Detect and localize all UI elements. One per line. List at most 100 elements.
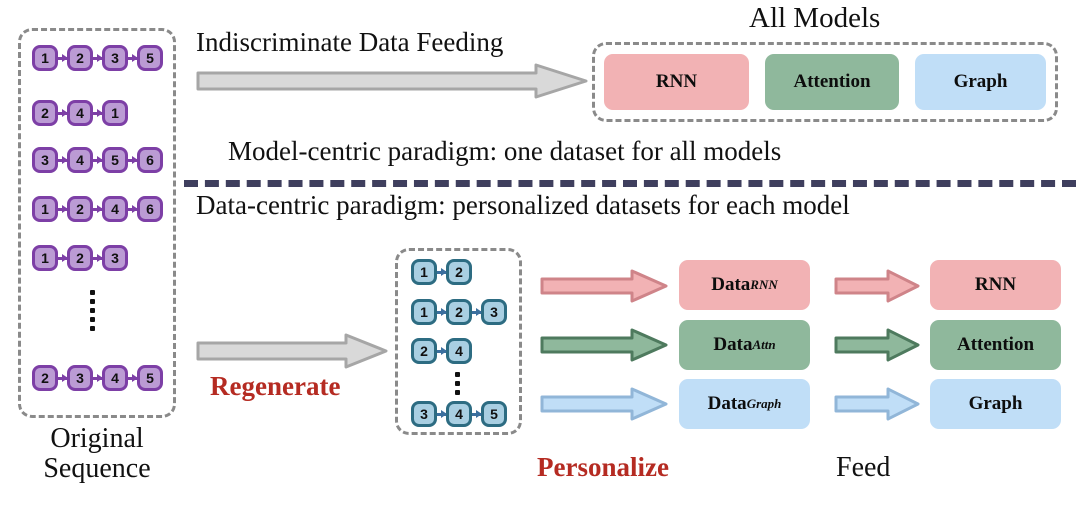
- all-models-chip-graph[interactable]: Graph: [915, 54, 1046, 110]
- sequence-link-icon: [93, 376, 102, 380]
- dataset-chip-rnn-base: Data: [711, 274, 751, 295]
- dataset-chip-attn-base: Data: [713, 334, 753, 355]
- sequence-link-icon: [58, 56, 67, 60]
- sequence-link-icon: [472, 310, 481, 314]
- feed-label: Feed: [836, 452, 891, 483]
- sequence-node: 2: [67, 245, 93, 271]
- sequence-node: 1: [32, 196, 58, 222]
- personalize-arrow-rnn-icon: [540, 268, 668, 304]
- sequence-node: 3: [32, 147, 58, 173]
- sequence-node: 3: [67, 365, 93, 391]
- model-chip-attention[interactable]: Attention: [930, 320, 1061, 370]
- sequence-node: 1: [32, 45, 58, 71]
- regenerated-sequence-panel: [395, 248, 522, 435]
- sequence-node: 6: [137, 196, 163, 222]
- sequence-node: 4: [446, 338, 472, 364]
- original-caption-line1: Original: [50, 423, 144, 454]
- regenerated-sequence-row: 1 2 3: [411, 299, 507, 325]
- sequence-node: 2: [411, 338, 437, 364]
- sequence-node: 2: [446, 259, 472, 285]
- sequence-node: 5: [137, 45, 163, 71]
- sequence-link-icon: [58, 158, 67, 162]
- all-models-panel: [592, 42, 1058, 122]
- personalize-label: Personalize: [537, 452, 669, 482]
- sequence-node: 3: [102, 245, 128, 271]
- feed-arrow-rnn-icon: [834, 268, 920, 304]
- sequence-link-icon: [58, 207, 67, 211]
- model-chip-rnn[interactable]: RNN: [930, 260, 1061, 310]
- original-sequence-row: 3 4 5 6: [32, 147, 163, 173]
- sequence-node: 2: [32, 100, 58, 126]
- indiscriminate-feeding-title: Indiscriminate Data Feeding: [196, 27, 504, 57]
- dataset-chip-graph-sub: Graph: [746, 396, 782, 411]
- original-sequence-row: 2 4 1: [32, 100, 128, 126]
- sequence-link-icon: [472, 412, 481, 416]
- sequence-node: 3: [481, 299, 507, 325]
- sequence-link-icon: [58, 256, 67, 260]
- paradigm-divider: [184, 180, 1076, 187]
- personalize-arrow-attention-icon: [540, 327, 668, 363]
- original-sequence-row: 2 3 4 5: [32, 365, 163, 391]
- regenerate-label: Regenerate: [210, 371, 341, 401]
- feed-arrow-attention-icon: [834, 327, 920, 363]
- sequence-node: 5: [137, 365, 163, 391]
- sequence-node: 4: [102, 196, 128, 222]
- all-models-chip-rnn[interactable]: RNN: [604, 54, 749, 110]
- regenerated-sequence-row: 3 4 5: [411, 401, 507, 427]
- sequence-link-icon: [128, 158, 137, 162]
- sequence-link-icon: [437, 310, 446, 314]
- all-models-chip-attention[interactable]: Attention: [765, 54, 899, 110]
- sequence-link-icon: [58, 111, 67, 115]
- original-sequence-caption: Original Sequence: [18, 423, 176, 484]
- sequence-node: 5: [102, 147, 128, 173]
- personalize-arrow-graph-icon: [540, 386, 668, 422]
- indiscriminate-feeding-arrow-icon: [196, 63, 588, 99]
- sequence-link-icon: [93, 158, 102, 162]
- sequence-node: 3: [102, 45, 128, 71]
- model-chip-graph[interactable]: Graph: [930, 379, 1061, 429]
- sequence-node: 5: [481, 401, 507, 427]
- vertical-ellipsis-icon: [90, 290, 95, 331]
- sequence-link-icon: [128, 376, 137, 380]
- sequence-link-icon: [93, 111, 102, 115]
- sequence-node: 4: [67, 100, 93, 126]
- sequence-node: 1: [102, 100, 128, 126]
- regenerated-sequence-row: 1 2: [411, 259, 472, 285]
- sequence-node: 1: [32, 245, 58, 271]
- sequence-link-icon: [93, 207, 102, 211]
- sequence-node: 4: [446, 401, 472, 427]
- regenerated-sequence-row: 2 4: [411, 338, 472, 364]
- sequence-node: 2: [67, 196, 93, 222]
- sequence-node: 3: [411, 401, 437, 427]
- original-sequence-panel: [18, 28, 176, 418]
- sequence-link-icon: [128, 56, 137, 60]
- sequence-link-icon: [437, 349, 446, 353]
- sequence-node: 6: [137, 147, 163, 173]
- sequence-link-icon: [437, 412, 446, 416]
- model-centric-caption: Model-centric paradigm: one dataset for …: [228, 136, 782, 166]
- all-models-title: All Models: [749, 2, 881, 34]
- original-sequence-row: 1 2 4 6: [32, 196, 163, 222]
- dataset-chip-attn-sub: Attn: [752, 337, 776, 352]
- dataset-chip-graph-base: Data: [707, 393, 747, 414]
- sequence-node: 2: [67, 45, 93, 71]
- sequence-node: 1: [411, 259, 437, 285]
- sequence-link-icon: [128, 207, 137, 211]
- feed-arrow-graph-icon: [834, 386, 920, 422]
- sequence-link-icon: [93, 56, 102, 60]
- sequence-node: 4: [67, 147, 93, 173]
- sequence-node: 4: [102, 365, 128, 391]
- sequence-link-icon: [437, 270, 446, 274]
- data-centric-caption: Data-centric paradigm: personalized data…: [196, 190, 850, 220]
- vertical-ellipsis-icon: [455, 372, 460, 395]
- original-sequence-row: 1 2 3: [32, 245, 128, 271]
- sequence-node: 2: [446, 299, 472, 325]
- original-sequence-row: 1 2 3 5: [32, 45, 163, 71]
- regenerate-arrow-icon: [196, 333, 388, 369]
- sequence-node: 2: [32, 365, 58, 391]
- sequence-node: 1: [411, 299, 437, 325]
